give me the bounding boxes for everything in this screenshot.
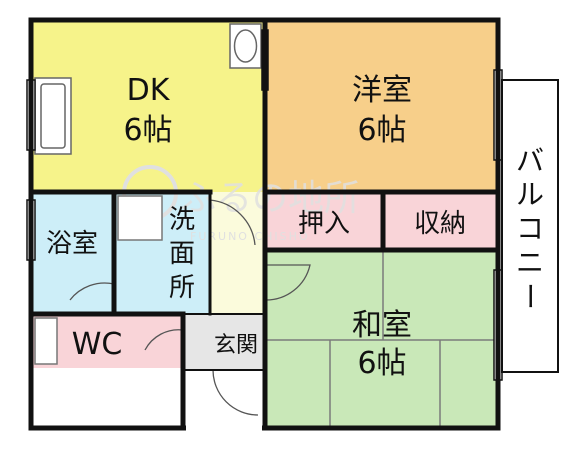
japanese-room-label: 和室 [352, 308, 412, 343]
watermark: ふるの地所 FURUNO CHISHO [122, 165, 360, 243]
closet-label: 押入 [298, 209, 350, 239]
storage-label: 収納 [414, 209, 466, 239]
storage-floor [383, 192, 498, 250]
balcony-label-char: ル [516, 178, 544, 211]
washroom-label-line2: 面 [169, 239, 195, 269]
watermark-subtext: FURUNO CHISHO [190, 230, 310, 243]
balcony [501, 79, 559, 373]
washer-space-icon [117, 195, 163, 241]
balcony-label-char: バ [516, 144, 544, 177]
western-room-floor [265, 20, 498, 192]
dk-label: DK [127, 73, 171, 108]
western-room-size-label: 6帖 [357, 113, 406, 148]
bath-label: 浴室 [46, 229, 98, 259]
closet-floor [265, 192, 383, 250]
door-swings [69, 199, 311, 416]
washroom-label-line3: 所 [169, 273, 195, 303]
washroom-label-line1: 洗 [169, 205, 195, 235]
entrance-floor [183, 314, 265, 370]
entrance-label: 玄関 [214, 333, 258, 358]
tatami-lines [265, 250, 498, 428]
walls [28, 17, 501, 431]
western-room-label: 洋室 [352, 73, 412, 108]
entrance-door-gap [186, 425, 262, 431]
balcony-label-char: ー [513, 282, 546, 310]
wc-label: WC [72, 327, 123, 362]
dk-size-label: 6帖 [123, 113, 172, 148]
balcony-label-char: ニ [516, 246, 544, 279]
balcony-label-char: コ [516, 212, 544, 245]
japanese-room-size-label: 6帖 [357, 346, 406, 381]
toilet-icon [34, 317, 58, 365]
kitchen-sink-icon [34, 77, 72, 155]
fridge-space-icon [229, 23, 262, 69]
bath-floor [31, 192, 114, 314]
